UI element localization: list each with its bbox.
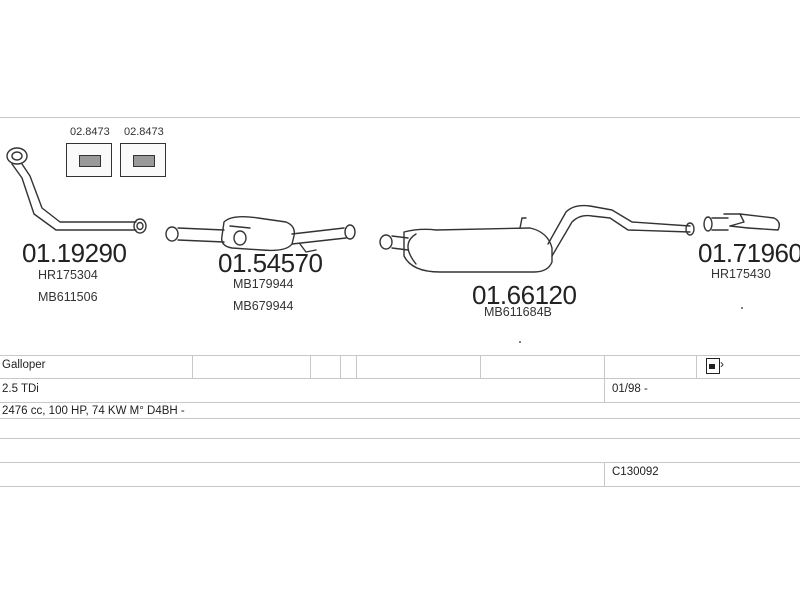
engine-spec: 2476 cc, 100 HP, 74 KW M° D4BH - — [2, 405, 185, 417]
centre-silencer-ref-1: MB179944 — [233, 277, 294, 291]
model-name: Galloper — [2, 359, 46, 371]
table-line-4 — [0, 418, 800, 419]
table-line-7 — [0, 486, 800, 487]
document-icon[interactable] — [706, 358, 720, 374]
clamp-b-icon — [120, 143, 166, 177]
front-pipe-number: 01.19290 — [22, 238, 127, 268]
centre-silencer-ref-2: MB679944 — [233, 299, 294, 313]
stray-dot-b — [741, 307, 743, 309]
table-line-3 — [0, 402, 800, 403]
clamp-b-number: 02.8473 — [124, 126, 164, 138]
date-range: 01/98 - — [612, 383, 648, 395]
table-line-6 — [0, 462, 800, 463]
table-col-1 — [192, 355, 193, 378]
exhaust-diagram — [6, 147, 781, 343]
catalog-code: C130092 — [612, 466, 659, 478]
front-pipe-drawing — [6, 147, 147, 234]
table-col-5 — [480, 355, 481, 378]
tail-pipe-drawing — [703, 213, 781, 232]
rear-silencer-drawing — [379, 204, 695, 273]
centre-silencer-drawing — [165, 215, 356, 253]
stray-dot-a — [519, 341, 521, 343]
centre-silencer-number: 01.54570 — [218, 248, 323, 278]
clamp-a-icon — [66, 143, 112, 177]
front-pipe-ref-2: MB611506 — [38, 290, 98, 304]
table-col-code — [604, 462, 605, 486]
clamp-a-number: 02.8473 — [70, 126, 110, 138]
table-col-2 — [310, 355, 311, 378]
table-line-5 — [0, 438, 800, 439]
rear-silencer-number: 01.66120 — [472, 280, 577, 310]
table-line-2 — [0, 378, 800, 379]
document-icon-tail: › — [720, 357, 724, 371]
table-col-3 — [340, 355, 341, 378]
engine-name: 2.5 TDi — [2, 383, 39, 395]
rear-silencer-ref-1: MB611684B — [484, 305, 552, 319]
tail-pipe-ref-1: HR175430 — [711, 267, 771, 281]
table-col-6 — [604, 355, 605, 378]
table-col-4 — [356, 355, 357, 378]
front-pipe-ref-1: HR175304 — [38, 268, 98, 282]
tail-pipe-number: 01.71960 — [698, 238, 800, 268]
table-col-7 — [696, 355, 697, 378]
top-border — [0, 117, 800, 118]
table-col-date — [604, 378, 605, 402]
table-line-1 — [0, 355, 800, 356]
